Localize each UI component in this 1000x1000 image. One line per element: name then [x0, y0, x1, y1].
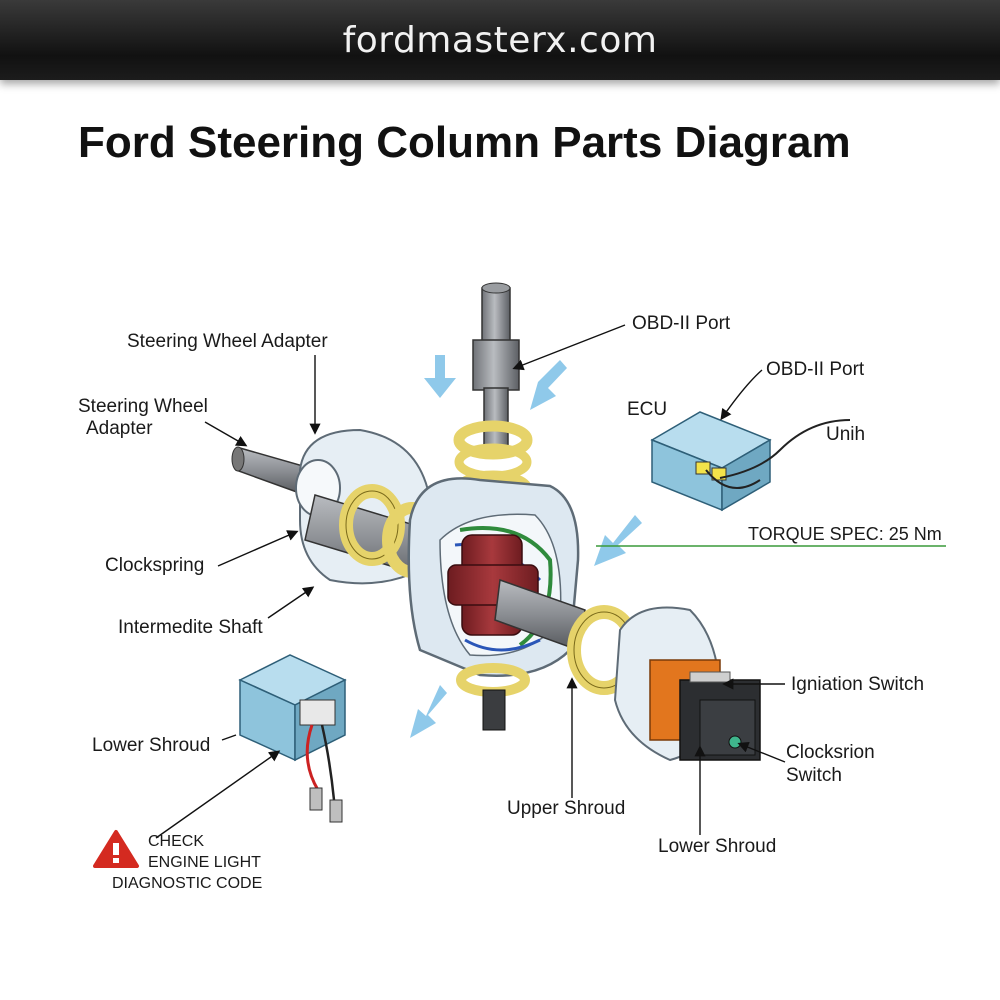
label-obd-port-top: OBD-II Port	[632, 313, 731, 334]
bottom-bearing-rings	[456, 663, 530, 731]
site-header-bar: fordmasterx.com	[0, 0, 1000, 80]
label-unih: Unih	[826, 424, 866, 445]
lower-left-module	[238, 654, 347, 823]
label-clocksrion-switch-line1: Clocksrion	[786, 742, 875, 763]
warning-line-engine-light: ENGINE LIGHT	[148, 854, 261, 871]
page-title: Ford Steering Column Parts Diagram	[78, 118, 851, 167]
label-ecu: ECU	[627, 399, 668, 420]
left-shaft	[231, 446, 311, 497]
label-steering-wheel-adapter-top: Steering Wheel Adapter	[127, 331, 328, 352]
warning-triangle-icon	[93, 830, 139, 868]
label-clockspring: Clockspring	[105, 555, 205, 576]
ecu-module	[650, 411, 851, 512]
leader-lines	[155, 324, 786, 839]
label-torque-spec: TORQUE SPEC: 25 Nm	[748, 524, 942, 544]
top-shaft	[472, 282, 520, 449]
label-steering-wheel-adapter-left-line1: Steering Wheel	[78, 396, 208, 417]
site-name[interactable]: fordmasterx.com	[342, 19, 658, 61]
label-lower-shroud-left: Lower Shroud	[92, 735, 211, 756]
warning-line-check: CHECK	[148, 833, 205, 850]
motion-arrows	[410, 355, 642, 738]
arrow-bottom-left-icon	[410, 685, 447, 738]
warning-line-diagnostic-code: DIAGNOSTIC CODE	[112, 875, 263, 892]
label-obd-port-right: OBD-II Port	[766, 359, 865, 380]
label-ignition-switch: Igniation Switch	[791, 674, 925, 695]
arrow-top-right-icon	[530, 360, 567, 410]
label-steering-wheel-adapter-left-line2: Adapter	[86, 418, 153, 439]
arrow-right-icon	[594, 515, 642, 566]
label-intermediate-shaft: Intermedite Shaft	[118, 617, 263, 638]
arrow-top-left-icon	[424, 355, 456, 398]
label-upper-shroud: Upper Shroud	[507, 798, 626, 819]
label-clocksrion-switch-line2: Switch	[786, 765, 842, 786]
central-housing	[407, 477, 580, 677]
label-lower-shroud-bottom: Lower Shroud	[658, 836, 777, 857]
